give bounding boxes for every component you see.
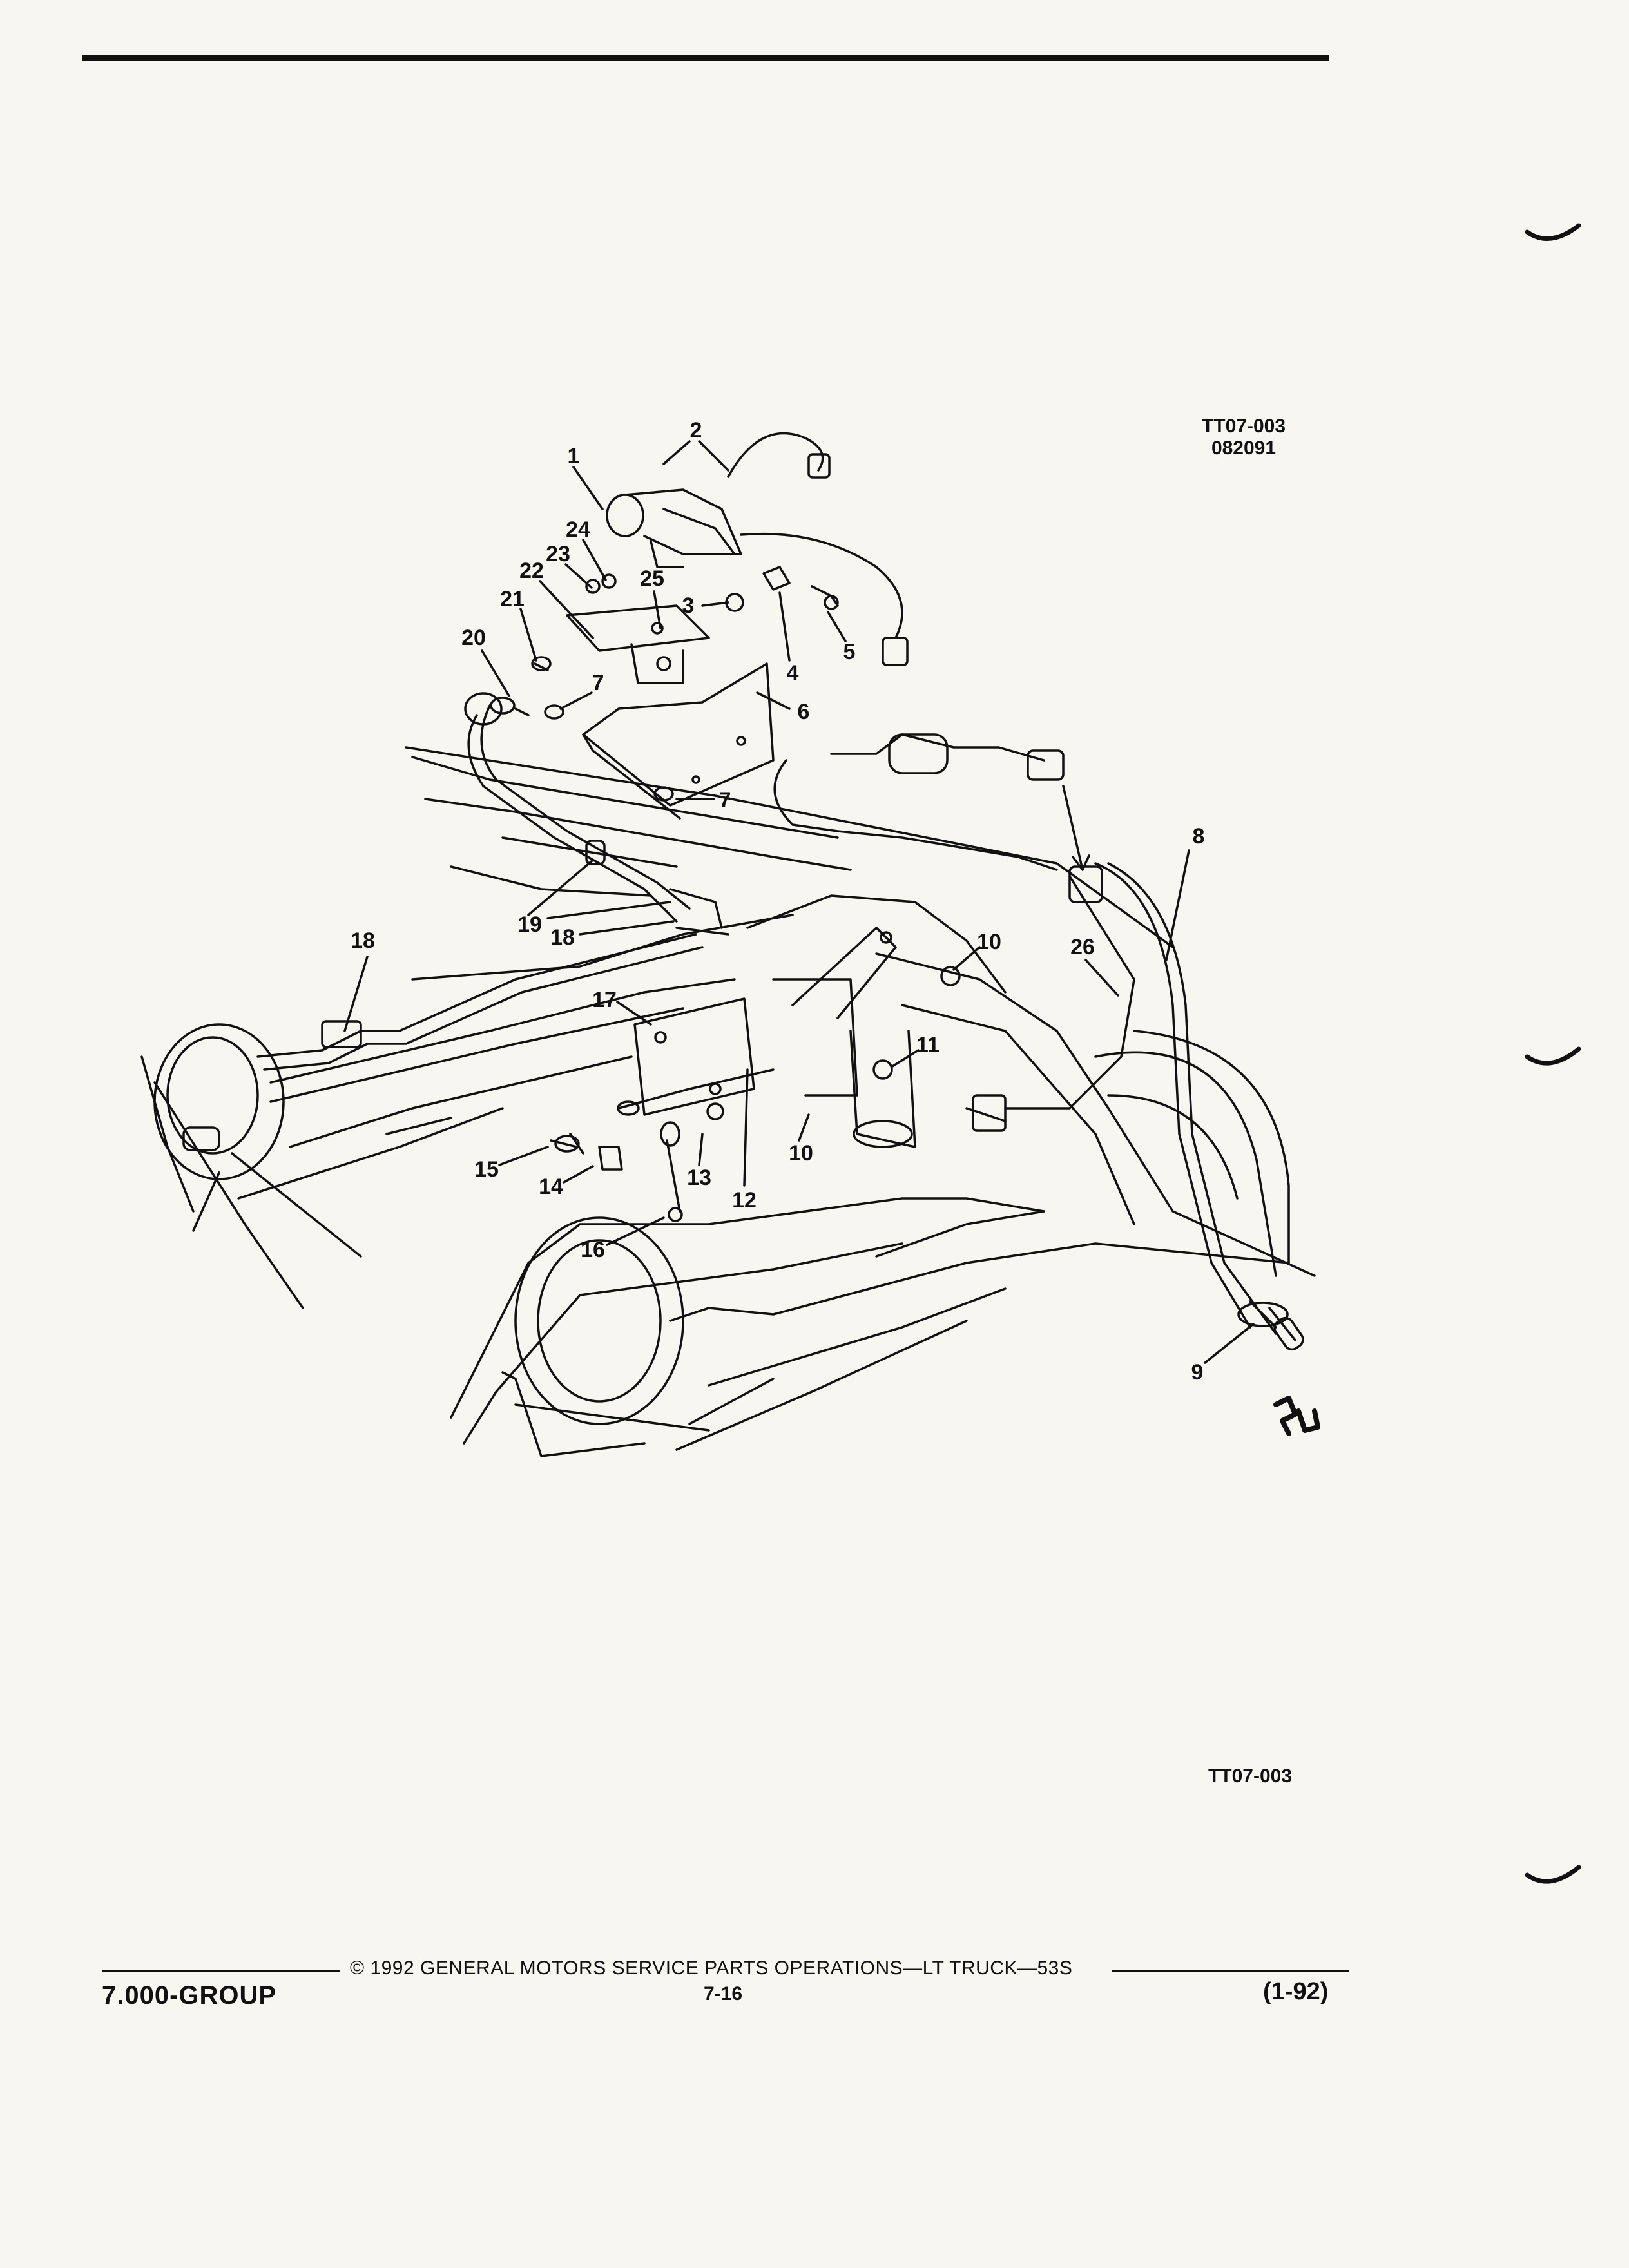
callout-7: 7 — [592, 671, 604, 695]
figure-id-block: TT07-003 082091 — [1199, 416, 1289, 459]
footer-page-number: 7-16 — [704, 1983, 743, 2004]
figure-date-code: 082091 — [1211, 437, 1277, 459]
callout-6: 6 — [797, 700, 810, 724]
footer-copyright: © 1992 GENERAL MOTORS SERVICE PARTS OPER… — [350, 1957, 1073, 1979]
callout-23: 23 — [546, 542, 570, 566]
callout-18: 18 — [351, 928, 375, 953]
callout-26: 26 — [1070, 935, 1095, 959]
callout-10: 10 — [977, 930, 1001, 954]
figure-id-bottom: TT07-003 — [1208, 1765, 1293, 1787]
figure-id: TT07-003 — [1201, 416, 1286, 437]
callout-13: 13 — [687, 1166, 711, 1190]
callout-22: 22 — [519, 559, 544, 583]
st-symbol — [1273, 1396, 1320, 1436]
callout-5: 5 — [843, 640, 856, 664]
callout-9: 9 — [1191, 1360, 1204, 1385]
callout-3: 3 — [682, 593, 695, 618]
footer-date: (1-92) — [1263, 1978, 1329, 2005]
callout-25: 25 — [640, 566, 664, 591]
callout-20: 20 — [461, 626, 486, 650]
callout-2: 2 — [689, 418, 702, 443]
callout-16: 16 — [581, 1238, 605, 1262]
callout-17: 17 — [592, 988, 617, 1012]
top-rule — [82, 55, 1329, 61]
callout-18: 18 — [550, 925, 575, 950]
footer-rule-right — [1112, 1970, 1349, 1972]
callout-15: 15 — [474, 1157, 499, 1182]
callout-1: 1 — [567, 444, 580, 468]
callout-8: 8 — [1192, 824, 1205, 849]
callout-4: 4 — [786, 661, 799, 686]
footer-group: 7.000-GROUP — [102, 1981, 277, 2010]
callout-21: 21 — [500, 587, 525, 611]
callout-24: 24 — [566, 517, 590, 542]
callout-19: 19 — [517, 912, 542, 937]
callout-7: 7 — [718, 788, 731, 812]
callout-14: 14 — [539, 1175, 563, 1199]
callout-11: 11 — [916, 1033, 940, 1057]
callout-10: 10 — [789, 1141, 813, 1166]
footer-rule-left — [102, 1970, 340, 1972]
callout-12: 12 — [732, 1188, 757, 1213]
frame-line — [405, 746, 1174, 948]
